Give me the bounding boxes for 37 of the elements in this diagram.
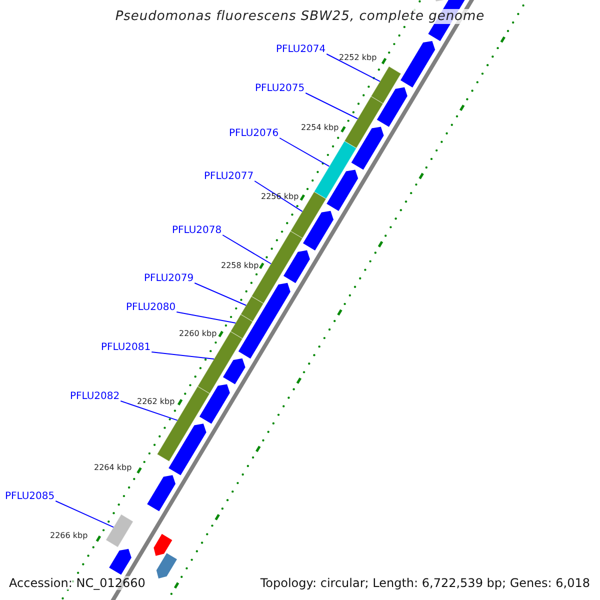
gene-segment [240,296,264,322]
gene-label: PFLU2081 [101,342,151,354]
leader-line [326,54,381,82]
leader-line [254,180,303,212]
gene-label: PFLU2080 [126,302,176,314]
accession-text: Accession: NC_012660 [9,576,146,590]
scale-label: 2264 kbp [94,463,132,473]
gene-label: PFLU2079 [144,273,194,285]
scale-label: 2258 kbp [221,261,259,271]
scale-label: 2262 kbp [137,397,175,407]
gene-segment [197,331,243,394]
gene-label: PFLU2075 [255,83,305,95]
leader-line [194,282,247,306]
leader-line [176,312,236,324]
gene-segment [156,386,210,462]
scale-label: 2254 kbp [301,123,339,133]
gene-label: PFLU2076 [229,128,279,140]
gene-segment [230,314,254,340]
genome-summary-text: Topology: circular; Length: 6,722,539 bp; Genes: 6,018 [260,576,590,590]
leader-line [222,234,272,264]
leader-line [279,138,330,167]
leader-line [120,400,178,421]
scale-label: 2252 kbp [339,53,377,63]
gene-segment [370,66,402,104]
scale-label: 2260 kbp [179,329,217,339]
gene-label: PFLU2077 [204,171,254,183]
gene-segment [105,514,134,548]
gene-label: PFLU2085 [5,491,55,503]
gene-label: PFLU2082 [70,391,120,403]
leader-line [55,500,114,528]
gene-label: PFLU2078 [172,225,222,237]
gene-segment [344,96,384,149]
gene-segment [314,140,357,200]
scale-label: 2256 kbp [261,192,299,202]
scale-label: 2266 kbp [50,531,88,541]
gene-label: PFLU2074 [276,44,326,56]
leader-line [305,92,358,120]
